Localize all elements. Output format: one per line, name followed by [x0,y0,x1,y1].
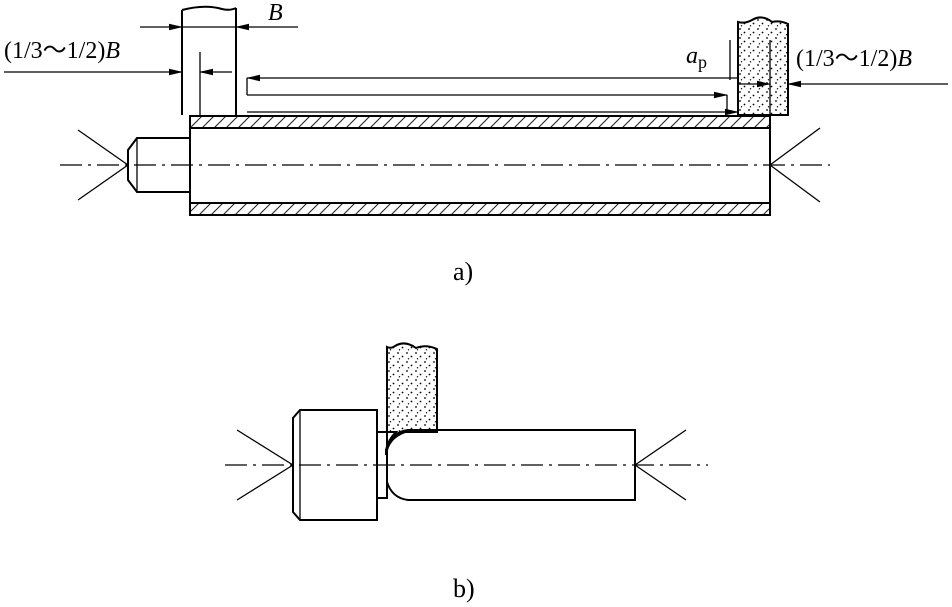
caption-b: b) [453,574,475,603]
center-left-a [77,129,129,201]
feed-depth-label: ap [686,43,707,72]
center-left-b [236,429,294,501]
feed-depth-ap: ap [686,40,731,80]
overlap-right-label: (1/3～1/2)B [796,46,912,72]
center-right-b [634,429,687,501]
width-b-label: B [268,0,283,26]
overlap-left-label: (1/3～1/2)B [4,38,120,64]
traverse-path [246,74,739,116]
wheel-left-start-position [181,5,237,115]
center-right-a [769,127,821,203]
overlap-left-dimension: (1/3～1/2)B [4,38,232,76]
panel-a: B (1/3～1/2)B ap (1 [4,0,948,286]
panel-b: b) [225,342,708,603]
caption-a: a) [453,257,473,286]
width-b-dimension: B [140,0,298,31]
grinding-wheel-right [737,16,789,116]
overlap-right-dimension: (1/3～1/2)B [738,46,948,88]
workpiece-shaft-a [189,115,771,216]
grinding-wheel-b [385,342,438,456]
